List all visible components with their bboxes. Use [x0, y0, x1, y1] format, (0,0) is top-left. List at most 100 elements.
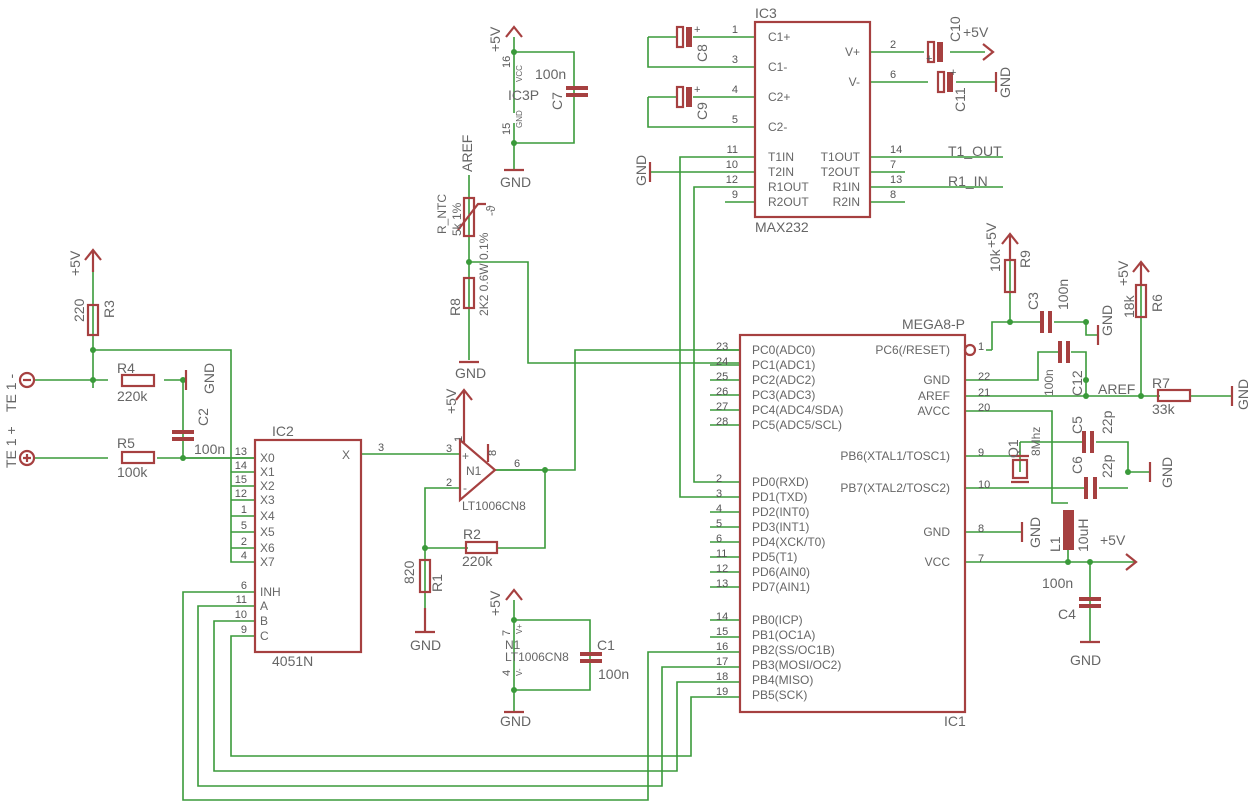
- c4-capacitor: [1079, 597, 1101, 608]
- ic1-pin-label: PD5(T1): [752, 550, 797, 564]
- r3-value: 220: [71, 298, 87, 322]
- ic1-pin-label: PB0(ICP): [752, 613, 803, 627]
- ic2-pin-num: 4: [241, 550, 247, 562]
- opamp-top-pin: 1: [453, 436, 465, 442]
- ic2-body: [253, 438, 363, 654]
- c8-name: C8: [694, 44, 710, 62]
- q1-value: 8Mhz: [1029, 427, 1043, 456]
- ic3p-vcc-pin: 16: [501, 56, 513, 68]
- ic1-pin-label: PC0(ADC0): [752, 343, 815, 357]
- ic1-pin-num: 18: [716, 671, 728, 683]
- ic1-pin-num: 6: [716, 533, 722, 545]
- vcc-label-opamp: +5V: [443, 388, 459, 414]
- c3-value: 100n: [1055, 279, 1071, 310]
- gnd-label-crystal: GND: [1159, 457, 1175, 488]
- ic1-pin-num: 3: [716, 488, 722, 500]
- opamp-symbol: [458, 437, 497, 503]
- ic2-pin-num: 5: [241, 520, 247, 532]
- ic3-pin-num: 11: [727, 144, 738, 156]
- r7-name: R7: [1152, 375, 1170, 391]
- ic1-pin-label: PC1(ADC1): [752, 358, 815, 372]
- c7-capacitor: [566, 86, 588, 97]
- ic2-pin-label: X3: [260, 493, 275, 507]
- opamp-out-pin: 6: [514, 458, 520, 470]
- ic1-pin-num: 16: [716, 641, 728, 653]
- ic1-pin-num: 20: [978, 402, 990, 414]
- ic2-pin-label: B: [260, 614, 268, 628]
- ic1-right-pin-labels: 1PC6(/RESET)22GND21AREF20AVCC9PB6(XTAL1/…: [840, 341, 990, 569]
- r3-name: R3: [101, 300, 117, 318]
- ic3-pin-label: C2+: [768, 90, 790, 104]
- reset-inversion-bubble: [963, 343, 977, 357]
- c10-name: C10: [947, 16, 963, 42]
- ic3-pin-num: 8: [890, 189, 896, 201]
- c12-capacitor: [1058, 341, 1070, 363]
- te1-plus-label: TE 1 +: [3, 426, 19, 468]
- ic3-pin-label: T2IN: [768, 165, 794, 179]
- ic1-pin-label: PB4(MISO): [752, 673, 813, 687]
- ic1-pin-label: PB5(SCK): [752, 688, 807, 702]
- ic2-pin-num: 11: [236, 594, 247, 606]
- ic3p-gnd-pin: 15: [501, 123, 513, 135]
- ic3-ref: IC3: [755, 5, 777, 21]
- gnd-label-r1: GND: [410, 637, 441, 653]
- vcc-label-r6: +5V: [1115, 260, 1131, 286]
- vcc-symbol-r6: [1132, 260, 1150, 285]
- ic2-pin-num: 6: [241, 580, 247, 592]
- opamp-vplus-pin: 7: [501, 630, 513, 636]
- c6-name: C6: [1069, 456, 1085, 474]
- c7-name: C7: [549, 92, 565, 110]
- r8-name: R8: [447, 298, 463, 316]
- ic2-pin-num: 13: [235, 446, 247, 458]
- ic1-pin-num: 25: [716, 371, 728, 383]
- vcc-symbol-vcc: [1125, 553, 1138, 571]
- r8-value: 2K2 0.6W 0.1%: [477, 232, 491, 316]
- power-symbols: [84, 25, 1234, 714]
- r1-resistor: [418, 558, 432, 594]
- ic1-pin-num: 26: [716, 386, 728, 398]
- vcc-symbol-c10: [982, 43, 995, 61]
- ic3-pin-label: V+: [845, 45, 860, 59]
- ic3-pin-label: T1OUT: [821, 150, 861, 164]
- ic3-pin-num: 1: [732, 24, 738, 36]
- ic3-pin-label: R1IN: [833, 180, 860, 194]
- c5-value: 22p: [1099, 410, 1115, 434]
- opamp-ref: N1: [466, 464, 482, 478]
- opamp-power-ref: N1: [505, 638, 521, 652]
- c3-capacitor: [1040, 311, 1052, 333]
- r8-resistor: [462, 276, 476, 310]
- r5-resistor: [120, 450, 156, 465]
- vcc-label-c10: +5V: [963, 24, 989, 40]
- ic1-pin-num: 28: [716, 416, 728, 428]
- c1-name: C1: [597, 637, 615, 653]
- ic1-pin-label: AVCC: [918, 404, 951, 418]
- rntc-name: R_NTC: [435, 194, 449, 234]
- ic1-pin-label: PC2(ADC2): [752, 373, 815, 387]
- ic1-pin-label: AREF: [918, 389, 950, 403]
- gnd-label-r8: GND: [455, 365, 486, 381]
- r1-in-net-label: R1_IN: [948, 173, 988, 189]
- ic1-pin-label: PD3(INT1): [752, 520, 809, 534]
- r9-name: R9: [1017, 250, 1033, 268]
- ic3-pin-label: C1-: [768, 60, 787, 74]
- ic3-pin-num: 7: [890, 159, 896, 171]
- c4-value: 100n: [1042, 575, 1073, 591]
- r1-value: 820: [401, 560, 417, 584]
- ic1-pin-num: 15: [716, 626, 728, 638]
- r6-value: 18k: [1121, 294, 1137, 318]
- opamp-part: LT1006CN8: [462, 499, 526, 513]
- ic1-pin-num: 5: [716, 518, 722, 530]
- ic3-pin-num: 12: [726, 174, 738, 186]
- r7-resistor: [1156, 388, 1192, 403]
- ic1-pin-num: 24: [716, 356, 728, 368]
- ic3-pin-label: T2OUT: [821, 165, 861, 179]
- vcc-label-ic3p: +5V: [487, 26, 503, 52]
- ic2-part-name: 4051N: [272, 653, 313, 669]
- opamp-plus-sign: +: [462, 449, 469, 463]
- ic1-pin-label: PB6(XTAL1/TOSC1): [840, 449, 950, 463]
- ic3-pin-num: 5: [732, 114, 738, 126]
- vcc-symbol-n1: [505, 588, 523, 601]
